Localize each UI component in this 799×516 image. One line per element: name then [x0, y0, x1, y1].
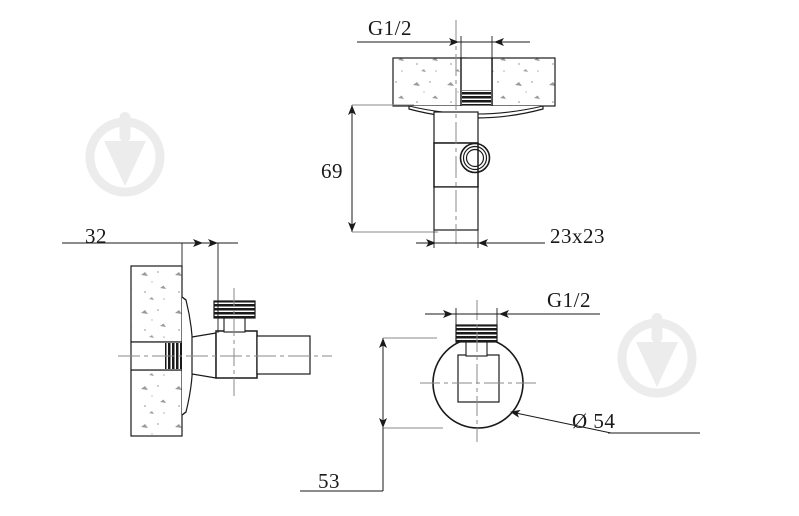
watermark-trowel-right [617, 313, 697, 398]
label-g-half-top: G1/2 [368, 16, 412, 40]
wall-block-top-right [491, 57, 556, 107]
outlet-boss-inner [465, 148, 485, 168]
inlet-thread-top [462, 90, 491, 105]
label-dim-32: 32 [85, 224, 107, 248]
outlet-spout-left [256, 335, 311, 375]
wall-block-left-lower [130, 369, 183, 437]
label-g-half-front: G1/2 [547, 288, 591, 312]
valve-body-left [215, 330, 258, 379]
label-dim-69: 69 [321, 159, 343, 183]
label-dim-23x23: 23x23 [550, 224, 605, 248]
outlet-boss-outer [459, 142, 491, 174]
leader-d54 [510, 409, 612, 434]
left-section-view: 32 [62, 224, 332, 437]
outlet-boss-mid [462, 145, 488, 171]
top-section-view: G1/2 69 23x23 [321, 16, 605, 248]
wall-block-left-upper [130, 265, 183, 343]
wall-block-top-left [392, 57, 466, 107]
label-dim-d54: Ø 54 [572, 409, 615, 433]
watermark-trowel-left [85, 112, 165, 197]
front-elevation-view: G1/2 Ø 54 53 [300, 288, 700, 493]
valve-body-front [457, 354, 500, 403]
label-dim-53: 53 [318, 469, 340, 493]
